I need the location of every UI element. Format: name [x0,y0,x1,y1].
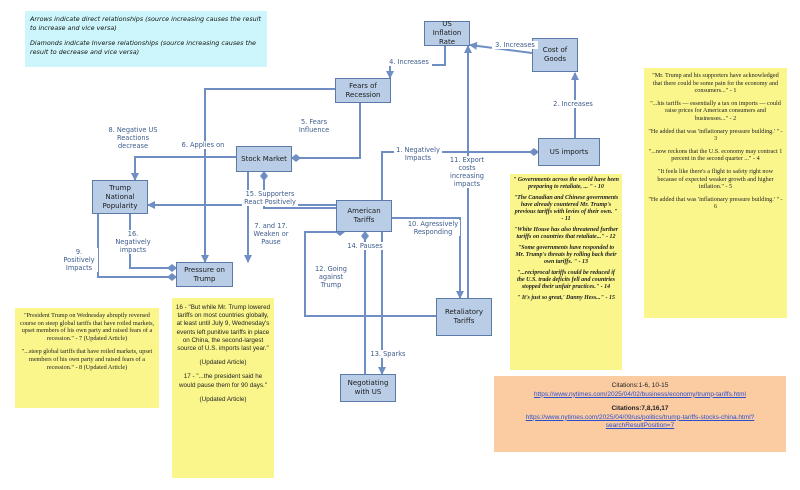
node-trump-national-popularity[interactable]: Trump National Popularity [92,180,148,214]
quote-7: "President Trump on Wednesday abruptly r… [19,312,155,342]
edge-label-16: 16. Negatively impacts [110,230,156,254]
legend-inverse: Diamonds indicate Inverse relationships … [30,39,256,56]
edge-label-10: 10. Agressively Responding [406,220,460,236]
edge-label-5: 5. Fears Influence [296,118,332,134]
quote-14: "...reciprocal tariffs could be reduced … [517,270,615,290]
edge-label-2: 2. Increases [550,100,596,108]
quote-note-16-17: 16 - "But while Mr. Trump lowered tariff… [172,298,274,478]
quote-10: " Governments across the world have been… [513,177,619,190]
edge-label-12: 12. Going against Trump [310,265,352,289]
citation-link-1[interactable]: https://www.nytimes.com/2025/04/02/busin… [534,390,746,398]
legend-box: Arrows indicate direct relationships (so… [25,11,267,67]
edge-label-7: 7. and 17. Weaken or Pause [250,222,292,246]
quote-13: "Some governments have responded to Mr. … [515,245,617,265]
quote-note-10-15: " Governments across the world have been… [510,174,622,370]
node-us-imports[interactable]: US imports [538,138,600,166]
edge-12-line [304,228,436,317]
citation-label-1: Citations:1-6, 10-15 [611,382,669,389]
edge-7-line [260,171,336,209]
edge-label-1: 1. Negatively Impacts [394,146,442,162]
edge-label-11: 11. Export costs increasing impacts [445,156,489,188]
edge-label-15: 15. Supporters React Positively [242,190,298,206]
quote-16: 16 - "But while Mr. Trump lowered tariff… [175,304,271,353]
edge-9-line [97,214,177,281]
edge-8-line [131,156,236,181]
node-pressure-on-trump[interactable]: Pressure on Trump [176,262,233,287]
legend-direct: Arrows indicate direct relationships (so… [30,15,261,32]
quote-8: "...steep global tariffs that have roile… [21,348,153,371]
edge-label-13: 13. Sparks [368,350,408,358]
edge-label-14: 14. Pauses [346,242,384,250]
quote-15: " It's just so great,' Danny Hess..." - … [516,295,615,301]
node-stock-market[interactable]: Stock Market [236,146,292,172]
edge-label-9: 9. Positively Impacts [60,248,98,272]
edge-label-4: 4. Increases [386,58,432,66]
quote-1: "Mr. Trump and his supporters have ackno… [652,72,779,95]
node-american-tariffs[interactable]: American Tariffs [336,200,392,232]
quote-12: "White House has also threatened further… [513,227,619,240]
quote-2: "...his tariffs — essentially a tax on i… [650,99,781,122]
edge-label-6: 6. Applies on [180,141,226,149]
citations-box: Citations:1-6, 10-15 https://www.nytimes… [494,376,786,452]
node-retaliatory-tariffs[interactable]: Retaliatory Tariffs [436,298,492,336]
node-cost-of-goods[interactable]: Cost of Goods [532,38,578,72]
edge-5-line [291,103,361,162]
quote-4: "...now reckons that the U.S. economy ma… [648,147,783,163]
node-fears-of-recession[interactable]: Fears of Recession [335,78,391,103]
node-negotiating-with-us[interactable]: Negotiating with US [340,374,396,402]
edge-label-8: 8. Negative US Reactions decrease [102,126,164,150]
edge-10-line [392,217,464,299]
quote-5: "It feels like there's a flight to safet… [657,167,774,191]
quote-16-source: (Updated Article) [199,359,247,367]
quote-11: "The Canadian and Chinese governments ha… [513,195,619,222]
quote-note-7-8: "President Trump on Wednesday abruptly r… [15,308,159,408]
quote-6: "He added that was 'inflationary pressur… [648,195,783,211]
citation-link-2[interactable]: https://www.nytimes.com/2025/04/09/us/po… [525,413,755,430]
node-us-inflation-rate[interactable]: US Inflation Rate [424,20,470,46]
quote-17: 17 - "...the president said he would pau… [179,373,267,389]
edge-1-line [381,148,539,200]
edge-3-line [469,41,533,54]
citation-label-2: Citations:7,8,16,17 [611,405,669,413]
quote-note-1-6: "Mr. Trump and his supporters have ackno… [644,68,787,318]
quote-3: "He added that was 'inflationary pressur… [648,127,783,143]
edge-label-3: 3. Increases [492,41,538,49]
quote-17-source: (Updated Article) [199,395,247,403]
